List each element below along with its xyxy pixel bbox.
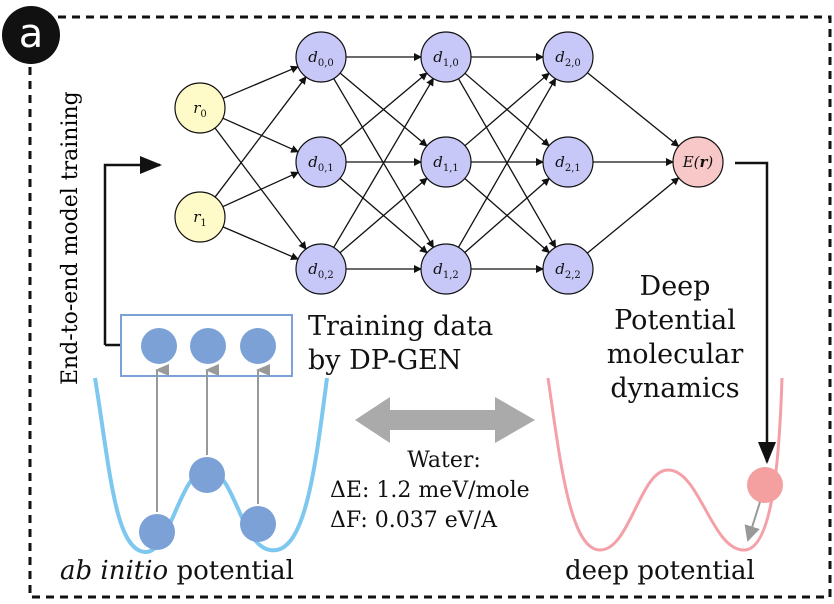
hidden-node-label: d1,2 [433, 260, 459, 281]
hidden-node-label: d1,1 [433, 153, 459, 174]
hidden-node-label: d0,2 [308, 260, 334, 281]
hidden-node-circle [542, 136, 594, 188]
network-edge [222, 226, 299, 261]
side-label: End-to-end model training [58, 91, 83, 385]
deep-potential-curve [546, 377, 784, 552]
network-edge [464, 177, 550, 254]
md-motion-arrow [744, 501, 761, 542]
deep-potential-label: deep potential [565, 556, 755, 586]
hidden-node-circle [295, 136, 347, 188]
input-node-label: r1 [193, 208, 207, 229]
sample-dot [189, 457, 225, 493]
md-particle-dot [747, 467, 783, 503]
hidden-node-circle [542, 31, 594, 83]
hidden-node-label: d0,1 [308, 153, 334, 174]
hidden-node: d2,2 [542, 243, 594, 295]
ab-initio-label: ab initio potential [60, 556, 294, 586]
network-edge [586, 177, 680, 254]
network-edge [222, 65, 299, 99]
training-data-line2: by DP-GEN [308, 345, 462, 376]
network-edge [464, 72, 550, 147]
input-node: r0 [174, 82, 226, 134]
network-edge [214, 127, 307, 250]
training-loop-arrow [103, 156, 162, 345]
input-node-circle [174, 82, 226, 134]
comparison-double-arrow [355, 397, 535, 443]
panel-label: a [2, 6, 60, 64]
hidden-node-circle [420, 136, 472, 188]
deep-md-line3: molecular [606, 339, 744, 370]
network-edge [222, 117, 300, 153]
water-title: Water: [407, 448, 481, 473]
training-data-dot [240, 328, 276, 364]
ab-initio-rest: potential [168, 556, 294, 586]
hidden-node: d1,1 [420, 136, 472, 188]
hidden-node: d0,0 [295, 31, 347, 83]
sample-dot [139, 514, 175, 550]
hidden-node-label: d2,1 [555, 153, 581, 174]
output-node-circle [672, 136, 724, 188]
deep-md-line1: Deep [639, 271, 711, 302]
deep-md-line2: Potential [614, 305, 736, 336]
output-node: E(r) [672, 136, 724, 188]
hidden-node: d2,0 [542, 31, 594, 83]
sample-dot [240, 506, 276, 542]
hidden-node-circle [295, 31, 347, 83]
hidden-node-label: d2,2 [555, 260, 581, 281]
md-arrow [735, 161, 776, 464]
hidden-node-circle [542, 243, 594, 295]
deep-md-line4: dynamics [610, 373, 740, 404]
training-data-dot [190, 328, 226, 364]
input-node: r1 [174, 191, 226, 243]
water-accuracy-label: Water: ΔE: 1.2 meV/mole ΔF: 0.037 eV/A [330, 446, 558, 536]
hidden-node: d0,2 [295, 243, 347, 295]
output-node-label: E(r) [682, 153, 714, 171]
network-nodes: r0 r1 d0,0 d0,1 d0,2 d1,0 d1,1 d1,2 d2,0 d2,1 d2,2… [174, 31, 724, 295]
energy-error: ΔE: 1.2 meV/mole [330, 478, 530, 503]
network-edge [333, 77, 434, 248]
input-node-label: r0 [193, 99, 207, 120]
dashed-border [28, 15, 832, 599]
network-edges [214, 53, 680, 273]
hidden-node-label: d2,0 [555, 48, 581, 69]
deep-md-label: Deep Potential molecular dynamics [590, 270, 760, 406]
training-data-label: Training data by DP-GEN [308, 310, 493, 378]
network-edge [339, 177, 428, 254]
hidden-node-circle [420, 31, 472, 83]
hidden-node-circle [420, 243, 472, 295]
hidden-node-label: d1,0 [433, 48, 459, 69]
hidden-node: d1,2 [420, 243, 472, 295]
hidden-node-circle [295, 243, 347, 295]
network-edge [457, 77, 557, 248]
hidden-node: d0,1 [295, 136, 347, 188]
hidden-node: d2,1 [542, 136, 594, 188]
hidden-node: d1,0 [420, 31, 472, 83]
force-error: ΔF: 0.037 eV/A [330, 508, 497, 533]
network-edge [339, 72, 428, 147]
training-data-dot [141, 328, 177, 364]
ab-initio-italic: ab initio [60, 556, 169, 586]
network-edge [214, 76, 307, 198]
training-data-line1: Training data [308, 311, 494, 342]
hidden-node-label: d0,0 [308, 48, 334, 69]
input-node-circle [174, 191, 226, 243]
network-edge [222, 171, 300, 208]
network-edge [587, 72, 680, 147]
